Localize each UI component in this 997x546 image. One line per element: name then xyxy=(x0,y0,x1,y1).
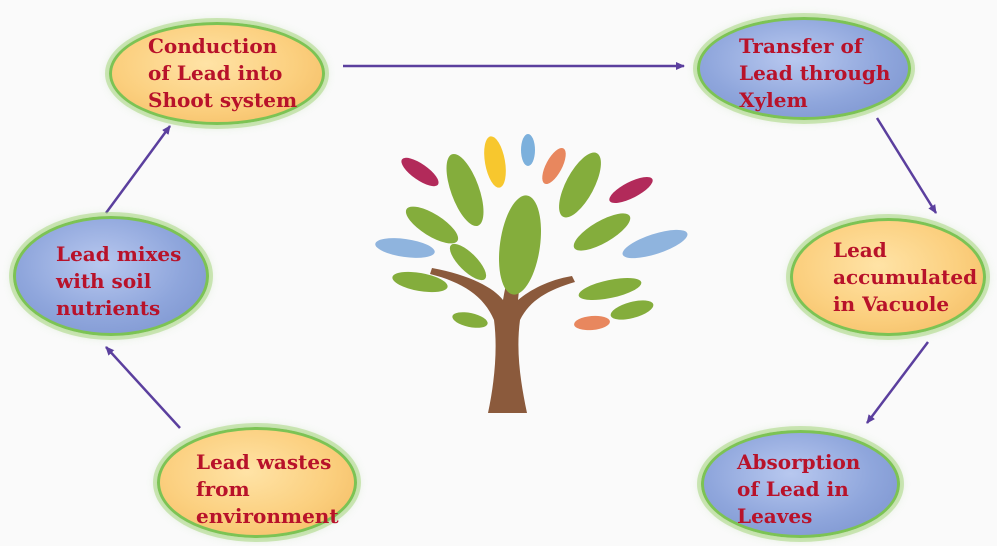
tree-leaf-green xyxy=(449,243,487,281)
node-accumulated-label: Lead accumulated in Vacuole xyxy=(833,238,978,316)
tree-leaf-green xyxy=(392,271,448,293)
tree-leaf-blue xyxy=(375,238,435,258)
tree-leaf-blue xyxy=(521,134,535,166)
tree-leaf-blue xyxy=(622,229,688,259)
arrow-mixes-to-conduction xyxy=(104,125,172,214)
node-mixes-label: Lead mixes with soil nutrients xyxy=(56,242,182,320)
arrow-wastes-to-mixes xyxy=(105,346,181,429)
tree-leaf-green xyxy=(499,195,541,295)
tree-leaf-green xyxy=(452,312,488,328)
node-mixes xyxy=(13,216,209,336)
node-wastes xyxy=(157,427,357,538)
node-absorption xyxy=(701,430,900,538)
tree-icon xyxy=(375,134,688,413)
arrow-accumulated-to-absorption xyxy=(866,341,929,424)
tree-leaf-orange xyxy=(574,315,610,331)
tree-leaf-green xyxy=(610,300,654,320)
tree-leaf-green xyxy=(446,153,484,227)
node-conduction xyxy=(109,22,325,125)
tree-leaf-green xyxy=(559,152,601,218)
node-accumulated xyxy=(790,218,986,336)
node-transfer-label: Transfer of Lead through Xylem xyxy=(739,34,891,112)
tree-leaf-yellow xyxy=(484,136,506,188)
tree-leaf-magenta xyxy=(401,157,439,187)
node-wastes-label: Lead wastes from environment xyxy=(196,450,339,528)
node-transfer xyxy=(697,17,911,120)
tree-leaf-green xyxy=(405,206,459,244)
tree-leaf-green xyxy=(573,213,631,251)
node-conduction-label: Conduction of Lead into Shoot system xyxy=(148,34,298,112)
tree-leaf-green xyxy=(578,277,642,301)
tree-leaf-orange xyxy=(542,147,566,185)
tree-trunk xyxy=(430,246,575,413)
node-absorption-label: Absorption of Lead in Leaves xyxy=(737,450,861,528)
tree-leaf-magenta xyxy=(609,176,653,204)
arrow-transfer-to-accumulated xyxy=(875,117,938,214)
